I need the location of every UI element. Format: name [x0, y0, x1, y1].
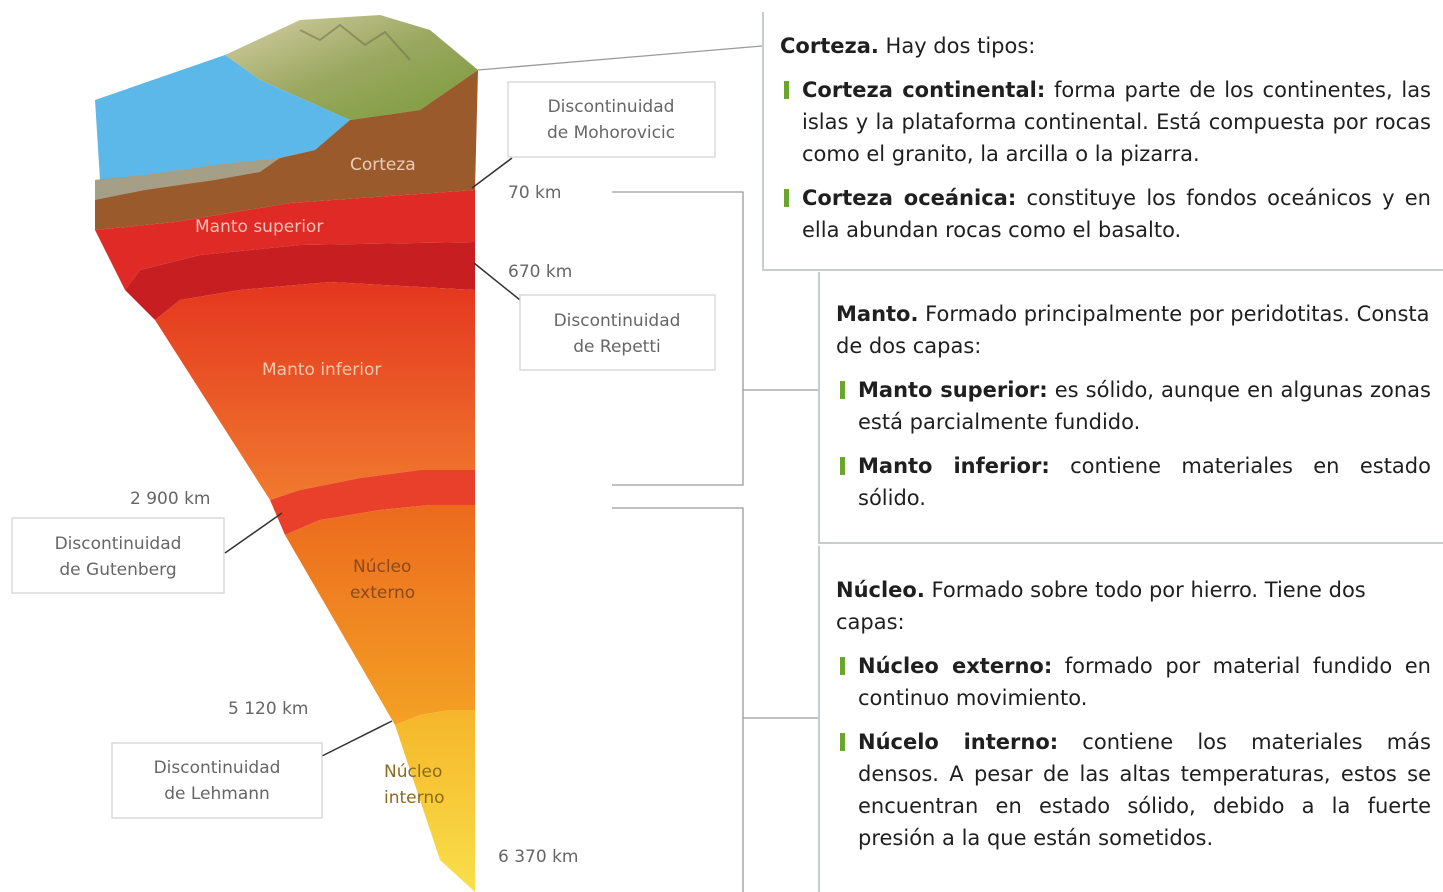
bracket-manto: [612, 191, 744, 486]
list-item: Núcleo externo: formado por material fun…: [836, 650, 1431, 714]
depth-670: 670 km: [508, 262, 572, 282]
bullet-icon: [840, 733, 845, 751]
gutenberg-band: [270, 470, 475, 535]
manto-title: Manto.: [836, 302, 919, 326]
box-gutenberg: Discontinuidad de Gutenberg: [11, 517, 225, 594]
bullet-icon: [784, 81, 789, 99]
svg-text:de Repetti: de Repetti: [573, 337, 660, 357]
box-lehmann: Discontinuidad de Lehmann: [111, 742, 323, 819]
corteza-list: Corteza continental: forma parte de los …: [780, 74, 1431, 246]
nucleo-intro: Núcleo. Formado sobre todo por hierro. T…: [836, 574, 1431, 638]
box-repetti: Discontinuidad de Repetti: [519, 294, 716, 371]
depth-2900: 2 900 km: [130, 489, 210, 509]
bracket-nucleo: [612, 507, 744, 892]
depth-6370: 6 370 km: [498, 847, 578, 867]
corteza-info-box: Corteza. Hay dos tipos: Corteza continen…: [762, 12, 1443, 271]
label-manto-superior: Manto superior: [195, 217, 323, 237]
corteza-intro: Corteza. Hay dos tipos:: [780, 30, 1431, 62]
repetti-band: [125, 242, 475, 320]
label-nucleo-externo-1: Núcleo: [353, 557, 411, 577]
svg-text:Discontinuidad: Discontinuidad: [55, 534, 182, 554]
label-nucleo-interno-1: Núcleo: [384, 762, 442, 782]
inner-core-layer: [395, 710, 475, 892]
depth-70: 70 km: [508, 183, 561, 203]
label-manto-inferior: Manto inferior: [262, 360, 381, 380]
list-item: Corteza oceánica: constituye los fondos …: [780, 182, 1431, 246]
list-item: Corteza continental: forma parte de los …: [780, 74, 1431, 170]
bullet-icon: [840, 657, 845, 675]
outer-core-layer: [285, 505, 475, 725]
manto-intro: Manto. Formado principalmente por perido…: [836, 298, 1431, 362]
manto-list: Manto superior: es sólido, aunque en alg…: [836, 374, 1431, 514]
depth-5120: 5 120 km: [228, 699, 308, 719]
manto-info-box: Manto. Formado principalmente por perido…: [818, 272, 1443, 544]
corteza-intro-text: Hay dos tipos:: [885, 34, 1036, 58]
bullet-icon: [840, 381, 845, 399]
svg-text:Discontinuidad: Discontinuidad: [554, 311, 681, 331]
label-nucleo-interno-2: interno: [384, 788, 445, 808]
svg-text:Discontinuidad: Discontinuidad: [154, 758, 281, 778]
svg-text:de Lehmann: de Lehmann: [164, 784, 270, 804]
svg-text:de Gutenberg: de Gutenberg: [59, 560, 176, 580]
ocean: [95, 55, 350, 180]
nucleo-intro-text: Formado sobre todo por hierro. Tiene dos…: [836, 578, 1366, 634]
list-item: Manto superior: es sólido, aunque en alg…: [836, 374, 1431, 438]
bullet-icon: [784, 189, 789, 207]
svg-text:de Mohorovicic: de Mohorovicic: [547, 123, 675, 143]
leader-corteza: [477, 45, 763, 71]
crust-layer: [95, 70, 478, 230]
svg-text:Discontinuidad: Discontinuidad: [548, 97, 675, 117]
bullet-icon: [840, 457, 845, 475]
upper-mantle-layer: [95, 190, 475, 290]
leader-mohorovicic: [471, 157, 513, 189]
box-mohorovicic: Discontinuidad de Mohorovicic: [507, 81, 716, 158]
nucleo-list: Núcleo externo: formado por material fun…: [836, 650, 1431, 854]
label-nucleo-externo-2: externo: [350, 583, 415, 603]
leader-gutenberg: [224, 512, 283, 554]
corteza-title: Corteza.: [780, 34, 879, 58]
list-item: Manto inferior: contiene materiales en e…: [836, 450, 1431, 514]
land-surface: [225, 15, 478, 120]
lower-mantle-layer: [155, 282, 475, 500]
leader-repetti: [473, 262, 521, 301]
leader-lehmann: [319, 720, 393, 758]
nucleo-title: Núcleo.: [836, 578, 925, 602]
list-item: Núcelo interno: contiene los materiales …: [836, 726, 1431, 854]
nucleo-info-box: Núcleo. Formado sobre todo por hierro. T…: [818, 546, 1443, 892]
label-corteza: Corteza: [350, 155, 416, 175]
manto-intro-text: Formado principalmente por peridotitas. …: [836, 302, 1430, 358]
